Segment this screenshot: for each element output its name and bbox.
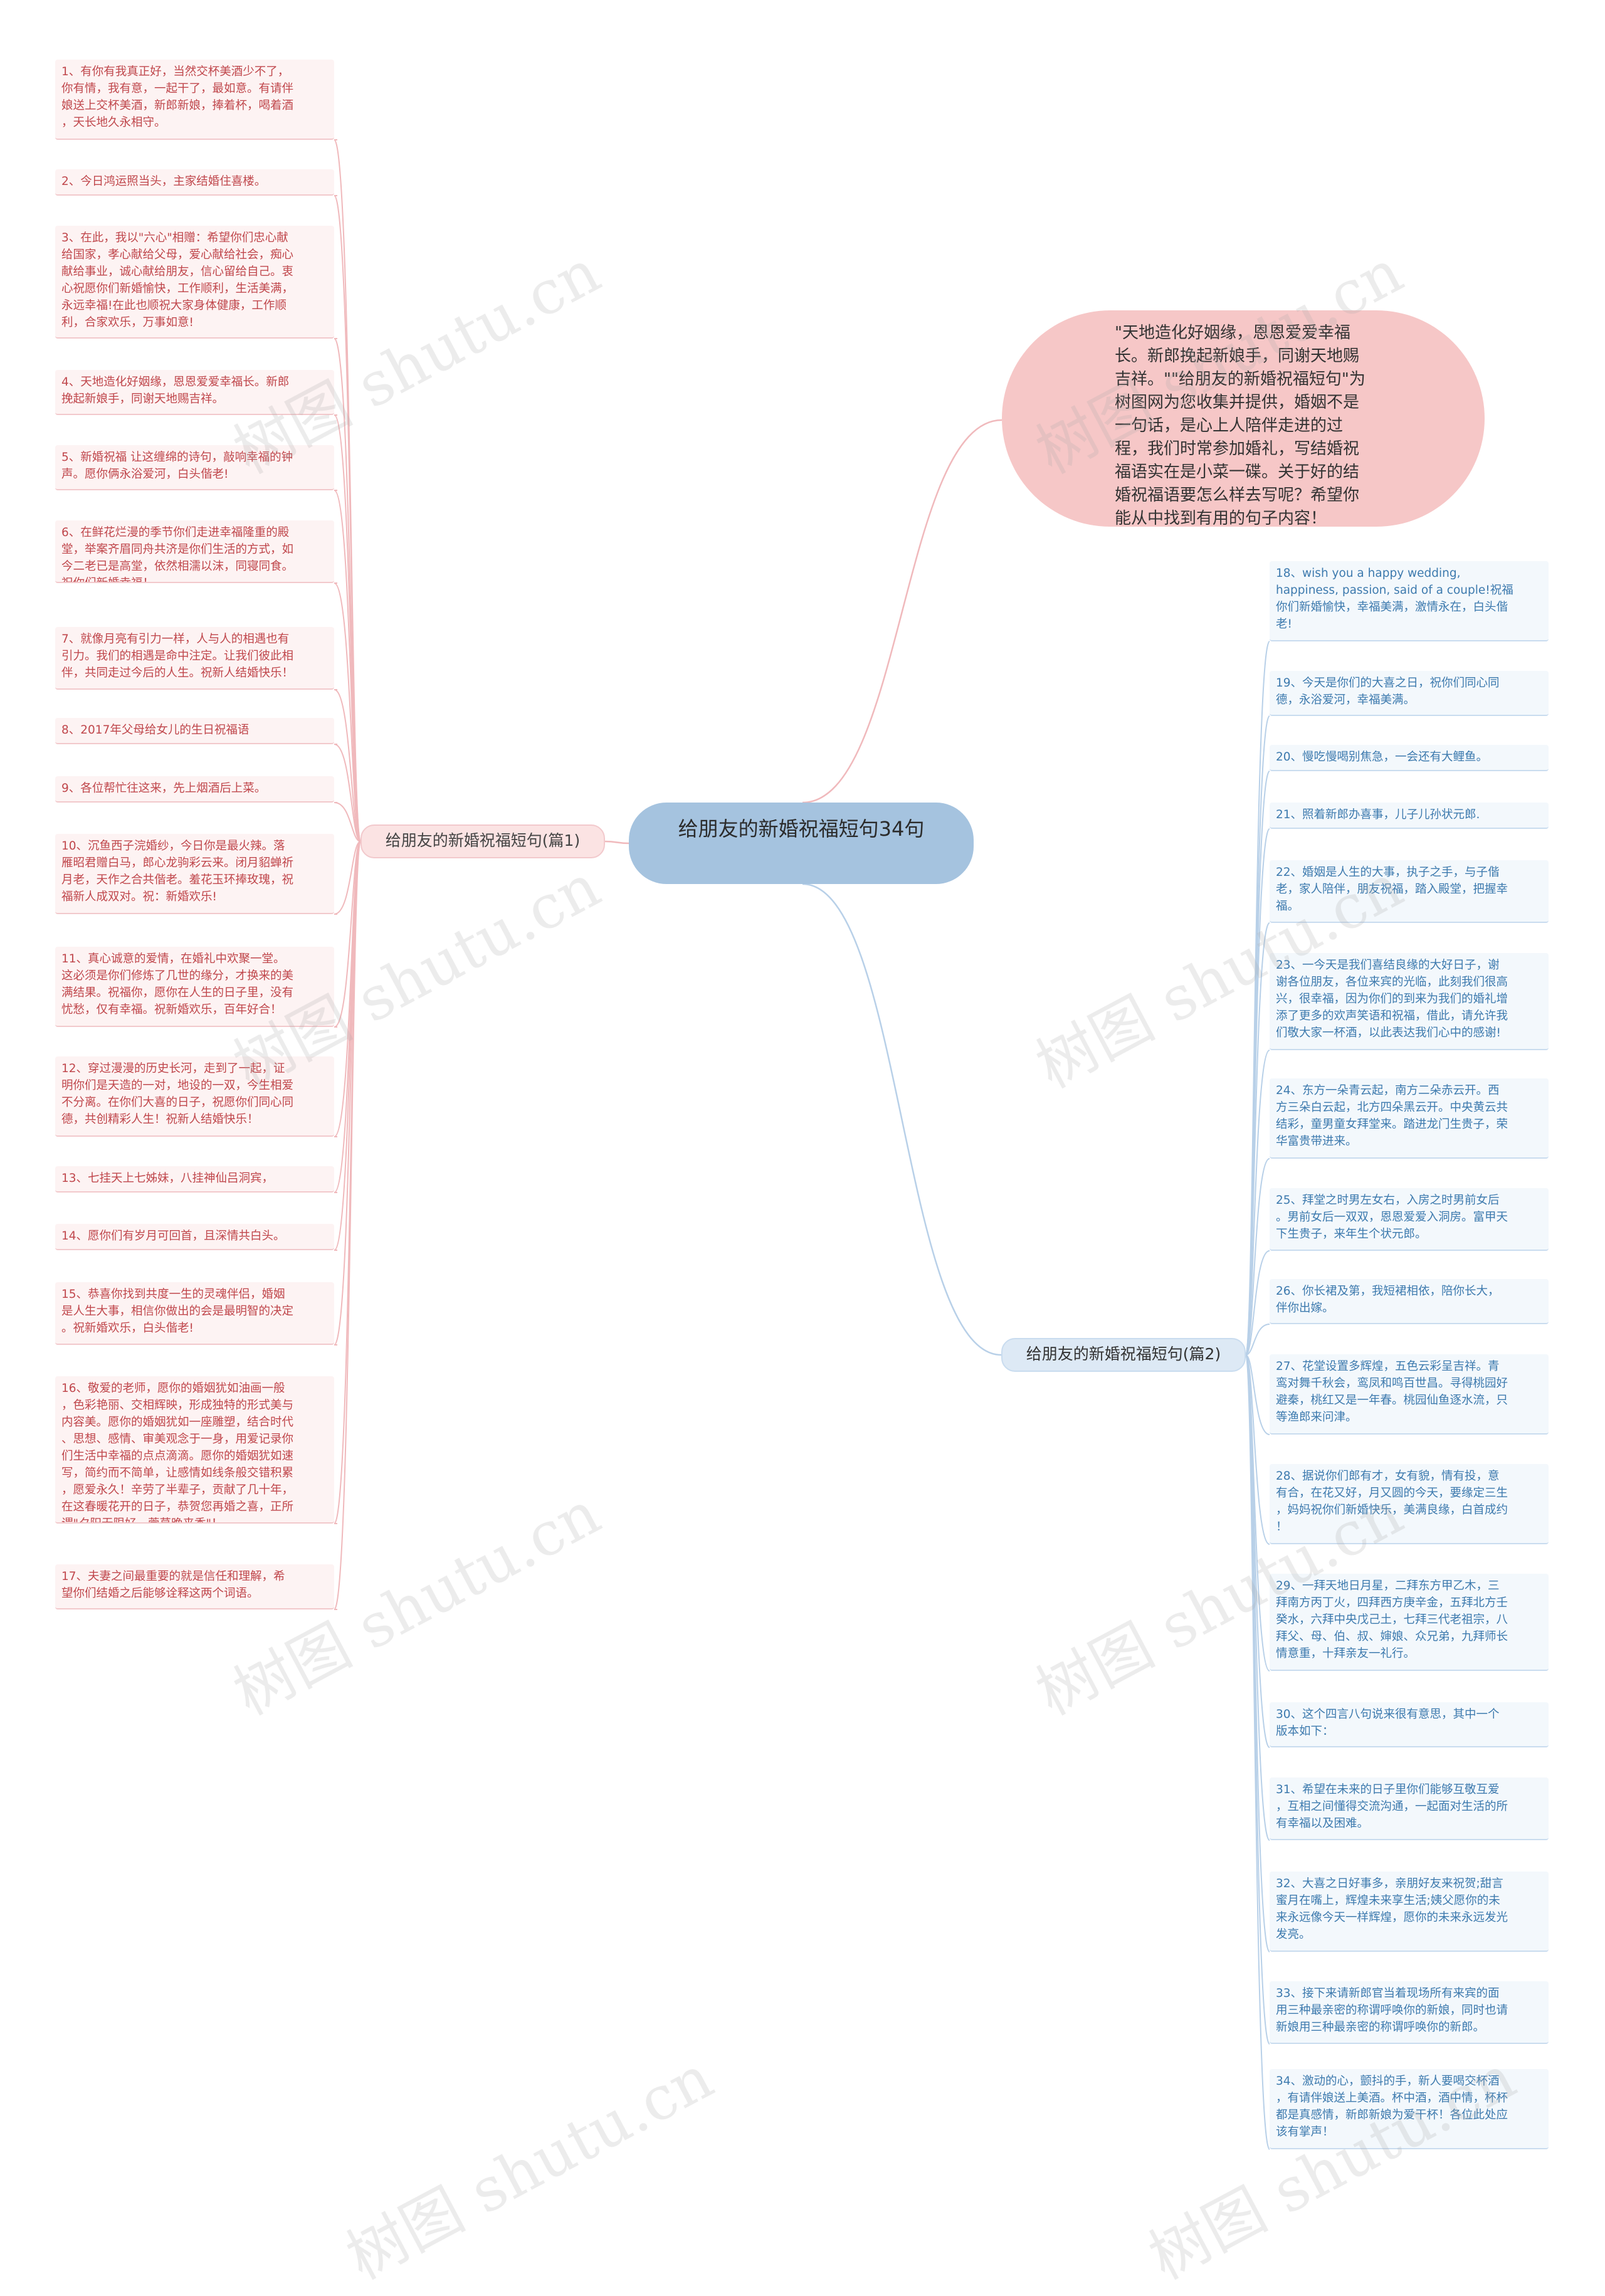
right-leaf-node[interactable]: 21、照着新郎办喜事，儿子儿孙状元郎.: [1270, 803, 1549, 829]
right-leaf-text: 21、照着新郎办喜事，儿子儿孙状元郎.: [1276, 808, 1480, 821]
root-node[interactable]: 给朋友的新婚祝福短句34句: [629, 803, 974, 884]
left-leaf-text: 4、天地造化好姻缘，恩恩爱爱幸福长。新郎 挽起新娘手，同谢天地赐吉祥。: [61, 376, 290, 406]
branch-right-label: 给朋友的新婚祝福短句(篇2): [1026, 1345, 1221, 1363]
left-leaf-node[interactable]: 2、今日鸿运照当头，主家结婚住喜楼。: [55, 169, 334, 196]
right-leaf-text: 27、花堂设置多辉煌，五色云彩呈吉祥。青 鸾对舞千秋会，鸾凤和鸣百世昌。寻得桃园…: [1276, 1360, 1508, 1424]
right-leaf-node[interactable]: 27、花堂设置多辉煌，五色云彩呈吉祥。青 鸾对舞千秋会，鸾凤和鸣百世昌。寻得桃园…: [1270, 1354, 1549, 1435]
right-leaf-text: 19、今天是你们的大喜之日，祝你们同心同 德，永浴爱河，幸福美满。: [1276, 677, 1500, 707]
left-leaf-node[interactable]: 11、真心诚意的爱情，在婚礼中欢聚一堂。 这必须是你们修炼了几世的缘分，才换来的…: [55, 947, 334, 1027]
left-leaf-text: 13、七挂天上七姊妹，八挂神仙吕洞宾，: [61, 1172, 274, 1185]
left-leaf-text: 10、沉鱼西子浣婚纱，今日你是最火辣。落 雁昭君赠白马，郎心龙驹彩云来。闭月貂蝉…: [61, 840, 294, 903]
right-leaf-connector: [1245, 1250, 1270, 1356]
left-leaf-connector: [334, 744, 361, 842]
right-leaf-node[interactable]: 30、这个四言八句说来很有意思，其中一个 版本如下：: [1270, 1702, 1549, 1747]
right-leaf-connector: [1245, 1158, 1270, 1356]
right-leaf-text: 25、拜堂之时男左女右，入房之时男前女后 。男前女后一双双，恩恩爱爱入洞房。富甲…: [1276, 1194, 1508, 1241]
right-leaf-text: 20、慢吃慢喝别焦急，一会还有大鲤鱼。: [1276, 750, 1488, 764]
right-leaf-node[interactable]: 31、希望在未来的日子里你们能够互敬互爱 ，互相之间懂得交流沟通，一起面对生活的…: [1270, 1777, 1549, 1840]
left-leaf-node[interactable]: 16、敬爱的老师，愿你的婚姻犹如油画一般 ，色彩艳丽、交相辉映，形成独特的形式美…: [55, 1376, 334, 1524]
left-leaf-text: 9、各位帮忙往这来，先上烟酒后上菜。: [61, 782, 266, 795]
right-leaf-node[interactable]: 20、慢吃慢喝别焦急，一会还有大鲤鱼。: [1270, 745, 1549, 771]
right-leaf-node[interactable]: 25、拜堂之时男左女右，入房之时男前女后 。男前女后一双双，恩恩爱爱入洞房。富甲…: [1270, 1188, 1549, 1251]
right-leaf-connector: [1245, 1324, 1270, 1356]
right-leaf-text: 34、激动的心，颤抖的手，新人要喝交杯酒 ，有请伴娘送上美酒。杯中酒，酒中情，杯…: [1276, 2075, 1508, 2139]
intro-text: "天地造化好姻缘，恩恩爱爱幸福长。新郎挽起新娘手，同谢天地赐吉祥。""给朋友的新…: [1115, 324, 1366, 528]
right-leaf-connector: [1245, 715, 1270, 1356]
left-leaf-node[interactable]: 5、新婚祝福 让这缠绵的诗句，敲响幸福的钟 声。愿你俩永浴爱河，白头偕老!: [55, 445, 334, 490]
left-leaf-text: 14、愿你们有岁月可回首，且深情共白头。: [61, 1230, 285, 1243]
left-leaf-node[interactable]: 15、恭喜你找到共度一生的灵魂伴侣，婚姻 是人生大事，相信你做出的会是最明智的决…: [55, 1282, 334, 1345]
right-leaf-node[interactable]: 28、据说你们郎有才，女有貌，情有投，意 有合，在花又好，月又圆的今天，要缘定三…: [1270, 1464, 1549, 1544]
branch-right-node[interactable]: 给朋友的新婚祝福短句(篇2): [1001, 1338, 1246, 1372]
right-leaf-node[interactable]: 32、大喜之日好事多，亲朋好友来祝贺;甜言 蜜月在嘴上，辉煌未来享生活;姨父愿你…: [1270, 1872, 1549, 1952]
left-leaf-connector: [334, 841, 361, 1028]
right-leaf-node[interactable]: 29、一拜天地日月星，二拜东方甲乙木，三 拜南方丙丁火，四拜西方庚辛金，五拜北方…: [1270, 1574, 1549, 1671]
right-leaf-text: 22、婚姻是人生的大事，执子之手，与子偕 老，家人陪伴，朋友祝福，踏入殿堂，把握…: [1276, 866, 1508, 913]
left-leaf-connector: [334, 841, 361, 915]
right-leaf-text: 24、东方一朵青云起，南方二朵赤云开。西 方三朵白云起，北方四朵黑云开。中央黄云…: [1276, 1084, 1508, 1148]
root-branch-right-connector: [802, 883, 1002, 1356]
root-intro-connector: [802, 419, 1002, 804]
right-leaf-node[interactable]: 18、wish you a happy wedding, happiness, …: [1270, 561, 1549, 641]
right-leaf-text: 23、一今天是我们喜结良缘的大好日子，谢 谢各位朋友，各位来宾的光临，此刻我们很…: [1276, 959, 1508, 1040]
connector-layer: [334, 139, 1270, 2150]
right-leaf-text: 32、大喜之日好事多，亲朋好友来祝贺;甜言 蜜月在嘴上，辉煌未来享生活;姨父愿你…: [1276, 1877, 1508, 1941]
left-leaf-connector: [334, 582, 361, 842]
right-leaf-text: 18、wish you a happy wedding, happiness, …: [1276, 567, 1513, 631]
left-leaf-text: 5、新婚祝福 让这缠绵的诗句，敲响幸福的钟 声。愿你俩永浴爱河，白头偕老!: [61, 451, 293, 481]
left-leaf-node[interactable]: 13、七挂天上七姊妹，八挂神仙吕洞宾，: [55, 1166, 334, 1193]
branch-left-label: 给朋友的新婚祝福短句(篇1): [385, 831, 581, 850]
left-leaf-text: 1、有你有我真正好，当然交杯美酒少不了， 你有情，我有意，一起干了，最如意。有请…: [61, 65, 294, 129]
left-leaf-text: 16、敬爱的老师，愿你的婚姻犹如油画一般 ，色彩艳丽、交相辉映，形成独特的形式美…: [61, 1382, 294, 1522]
left-leaf-node[interactable]: 14、愿你们有岁月可回首，且深情共白头。: [55, 1224, 334, 1250]
left-leaf-node[interactable]: 9、各位帮忙往这来，先上烟酒后上菜。: [55, 776, 334, 803]
right-leaf-text: 31、希望在未来的日子里你们能够互敬互爱 ，互相之间懂得交流沟通，一起面对生活的…: [1276, 1783, 1508, 1830]
branch-left-node[interactable]: 给朋友的新婚祝福短句(篇1): [360, 824, 605, 858]
right-leaf-connector: [1245, 1354, 1270, 2150]
right-leaf-text: 26、你长裙及第，我短裙相依，陪你长大， 伴你出嫁。: [1276, 1285, 1500, 1315]
right-leaf-text: 33、接下来请新郎官当着现场所有来宾的面 用三种最亲密的称谓呼唤你的新娘，同时也…: [1276, 1987, 1508, 2034]
right-leaf-node[interactable]: 23、一今天是我们喜结良缘的大好日子，谢 谢各位朋友，各位来宾的光临，此刻我们很…: [1270, 953, 1549, 1050]
right-leaf-node[interactable]: 24、东方一朵青云起，南方二朵赤云开。西 方三朵白云起，北方四朵黑云开。中央黄云…: [1270, 1078, 1549, 1159]
left-leaf-connector: [334, 689, 361, 842]
left-leaf-text: 17、夫妻之间最重要的就是信任和理解，希 望你们结婚之后能够诠释这两个词语。: [61, 1570, 285, 1600]
left-leaf-text: 15、恭喜你找到共度一生的灵魂伴侣，婚姻 是人生大事，相信你做出的会是最明智的决…: [61, 1288, 294, 1335]
left-leaf-text: 2、今日鸿运照当头，主家结婚住喜楼。: [61, 175, 266, 188]
left-leaf-node[interactable]: 7、就像月亮有引力一样，人与人的相遇也有 引力。我们的相遇是命中注定。让我们彼此…: [55, 627, 334, 690]
right-leaf-connector: [1245, 1354, 1270, 1952]
left-leaf-connector: [334, 195, 361, 842]
left-leaf-node[interactable]: 17、夫妻之间最重要的就是信任和理解，希 望你们结婚之后能够诠释这两个词语。: [55, 1564, 334, 1609]
right-leaf-connector: [1245, 1050, 1270, 1356]
right-leaf-text: 29、一拜天地日月星，二拜东方甲乙木，三 拜南方丙丁火，四拜西方庚辛金，五拜北方…: [1276, 1579, 1508, 1660]
left-leaf-node[interactable]: 6、在鲜花烂漫的季节你们走进幸福隆重的殿 堂，举案齐眉同舟共济是你们生活的方式，…: [55, 520, 334, 583]
right-leaf-connector: [1245, 1354, 1270, 1545]
right-leaf-node[interactable]: 26、你长裙及第，我短裙相依，陪你长大， 伴你出嫁。: [1270, 1279, 1549, 1324]
right-leaf-node[interactable]: 33、接下来请新郎官当着现场所有来宾的面 用三种最亲密的称谓呼唤你的新娘，同时也…: [1270, 1981, 1549, 2044]
left-leaf-node[interactable]: 12、穿过漫漫的历史长河，走到了一起，证 明你们是天造的一对，地设的一双，今生相…: [55, 1056, 334, 1137]
left-leaf-text: 11、真心诚意的爱情，在婚礼中欢聚一堂。 这必须是你们修炼了几世的缘分，才换来的…: [61, 952, 294, 1016]
right-leaf-node[interactable]: 34、激动的心，颤抖的手，新人要喝交杯酒 ，有请伴娘送上美酒。杯中酒，酒中情，杯…: [1270, 2069, 1549, 2149]
left-leaf-node[interactable]: 4、天地造化好姻缘，恩恩爱爱幸福长。新郎 挽起新娘手，同谢天地赐吉祥。: [55, 370, 334, 415]
root-label: 给朋友的新婚祝福短句34句: [678, 817, 925, 841]
left-leaf-node[interactable]: 10、沉鱼西子浣婚纱，今日你是最火辣。落 雁昭君赠白马，郎心龙驹彩云来。闭月貂蝉…: [55, 834, 334, 914]
intro-node[interactable]: "天地造化好姻缘，恩恩爱爱幸福长。新郎挽起新娘手，同谢天地赐吉祥。""给朋友的新…: [1002, 310, 1485, 528]
left-leaf-node[interactable]: 1、有你有我真正好，当然交杯美酒少不了， 你有情，我有意，一起干了，最如意。有请…: [55, 60, 334, 140]
right-leaf-text: 28、据说你们郎有才，女有貌，情有投，意 有合，在花又好，月又圆的今天，要缘定三…: [1276, 1470, 1508, 1534]
left-leaf-text: 6、在鲜花烂漫的季节你们走进幸福隆重的殿 堂，举案齐眉同舟共济是你们生活的方式，…: [61, 526, 294, 582]
left-leaf-connector: [334, 841, 361, 1610]
left-leaf-node[interactable]: 8、2017年父母给女儿的生日祝福语: [55, 718, 334, 744]
left-leaf-text: 12、穿过漫漫的历史长河，走到了一起，证 明你们是天造的一对，地设的一双，今生相…: [61, 1062, 294, 1126]
root-branch-left-connector: [604, 840, 629, 845]
left-leaf-text: 7、就像月亮有引力一样，人与人的相遇也有 引力。我们的相遇是命中注定。让我们彼此…: [61, 633, 294, 680]
right-leaf-connector: [1245, 1354, 1270, 1435]
left-leaf-connector: [334, 802, 361, 842]
right-leaf-node[interactable]: 19、今天是你们的大喜之日，祝你们同心同 德，永浴爱河，幸福美满。: [1270, 671, 1549, 716]
right-leaf-node[interactable]: 22、婚姻是人生的大事，执子之手，与子偕 老，家人陪伴，朋友祝福，踏入殿堂，把握…: [1270, 860, 1549, 923]
left-leaf-node[interactable]: 3、在此，我以"六心"相赠：希望你们忠心献 给国家，孝心献给父母，爱心献给社会，…: [55, 226, 334, 339]
right-leaf-text: 30、这个四言八句说来很有意思，其中一个 版本如下：: [1276, 1708, 1500, 1738]
left-leaf-text: 8、2017年父母给女儿的生日祝福语: [61, 724, 250, 737]
left-leaf-text: 3、在此，我以"六心"相赠：希望你们忠心献 给国家，孝心献给父母，爱心献给社会，…: [61, 231, 294, 329]
